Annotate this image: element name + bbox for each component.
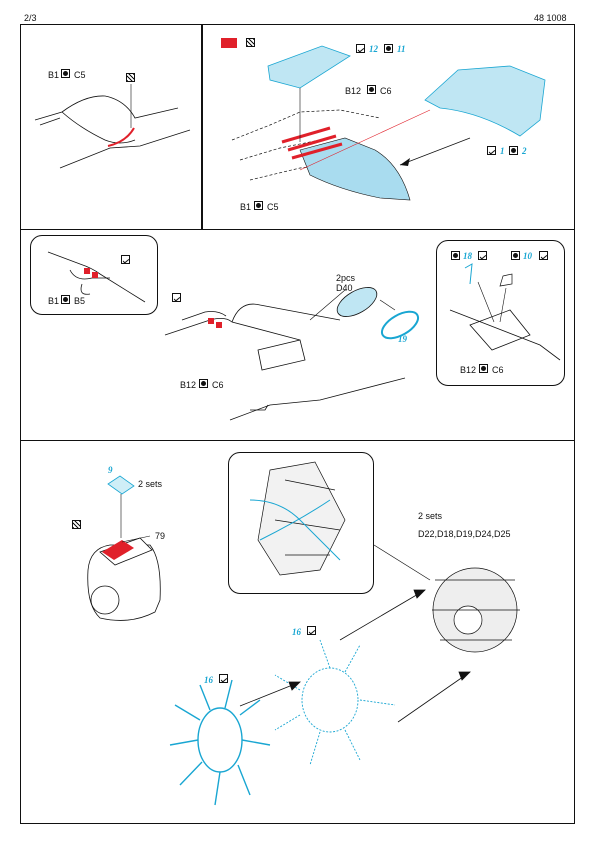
cylinder-detail [257, 461, 346, 576]
fold-icon [172, 293, 181, 302]
qty-2pcs: 2pcs [336, 273, 356, 283]
canopy-hood [267, 45, 351, 89]
part-2: 2 [522, 146, 527, 156]
part-16-blue: 16 [204, 675, 213, 685]
sets-label-b: 2 sets [418, 511, 443, 521]
cowl-cover [424, 65, 546, 137]
fold-icon [356, 44, 365, 53]
part-9: 9 [108, 465, 113, 475]
harness-middle [274, 639, 396, 766]
part-19: 19 [398, 334, 407, 344]
circle-part-icon [511, 251, 520, 260]
step1-ref-left: B1 [48, 70, 60, 80]
wing-root-sketch [34, 95, 191, 169]
red-dot [216, 322, 222, 328]
page-number: 2/3 [24, 13, 37, 23]
step2-ref-detail-2: B5 [74, 296, 86, 306]
step1-ref-left-2: C5 [74, 70, 86, 80]
fold-icon [307, 626, 316, 635]
step2-ref-right-2: C6 [492, 365, 504, 375]
step1-ref-top: B12 [345, 86, 362, 96]
red-strips [281, 126, 343, 160]
step2-ref-detail: B1 [48, 296, 60, 306]
fold-icon [487, 146, 496, 155]
red-dot [208, 318, 214, 324]
red-dot [84, 268, 90, 274]
lens-d40 [336, 287, 378, 317]
part-16-middle: 16 [292, 627, 301, 637]
step1-ref-bottom-2: C5 [267, 202, 279, 212]
part-12: 12 [369, 44, 378, 54]
plate-9 [107, 475, 135, 495]
circle-part-icon [451, 251, 460, 260]
circle-part-icon [367, 85, 376, 94]
step2-ref-right: B12 [460, 365, 477, 375]
part-d40: D40 [336, 283, 353, 293]
harness-blue [169, 679, 271, 806]
part-79: 79 [155, 531, 166, 541]
circle-part-icon [61, 69, 70, 78]
circle-part-icon [509, 146, 518, 155]
circle-part-icon [384, 44, 393, 53]
circle-part-icon [479, 364, 488, 373]
glue-icon [246, 38, 255, 47]
part-11: 11 [397, 44, 406, 54]
set-code: 48 1008 [534, 13, 567, 23]
fold-icon [219, 674, 228, 683]
step1-ref-top-2: C6 [380, 86, 392, 96]
light-blue-panel [299, 137, 411, 201]
part-10: 10 [523, 251, 532, 261]
step2-ref-mid: B12 [180, 380, 197, 390]
ring-19 [380, 310, 420, 340]
glue-icon [72, 520, 81, 529]
engine-parts-list: D22,D18,D19,D24,D25 [418, 529, 511, 539]
bracket [257, 339, 306, 371]
circle-part-icon [254, 201, 263, 210]
red-block [102, 540, 134, 560]
wiring-detail [249, 499, 341, 561]
part-18: 18 [463, 251, 472, 261]
step2-ref-mid-2: C6 [212, 380, 224, 390]
glue-icon [126, 73, 135, 82]
red-seam [107, 127, 135, 147]
step1-ref-bottom: B1 [240, 202, 252, 212]
part-1: 1 [500, 146, 505, 156]
fold-icon [478, 251, 487, 260]
red-dot [92, 272, 98, 278]
detail-arm [47, 251, 146, 303]
fold-icon [539, 251, 548, 260]
circle-part-icon [61, 295, 70, 304]
fold-icon [121, 255, 130, 264]
engine-full [432, 567, 520, 653]
circle-part-icon [199, 379, 208, 388]
step2-divider [20, 229, 575, 441]
red-paint-icon [221, 38, 237, 48]
sets-label-a: 2 sets [138, 479, 163, 489]
